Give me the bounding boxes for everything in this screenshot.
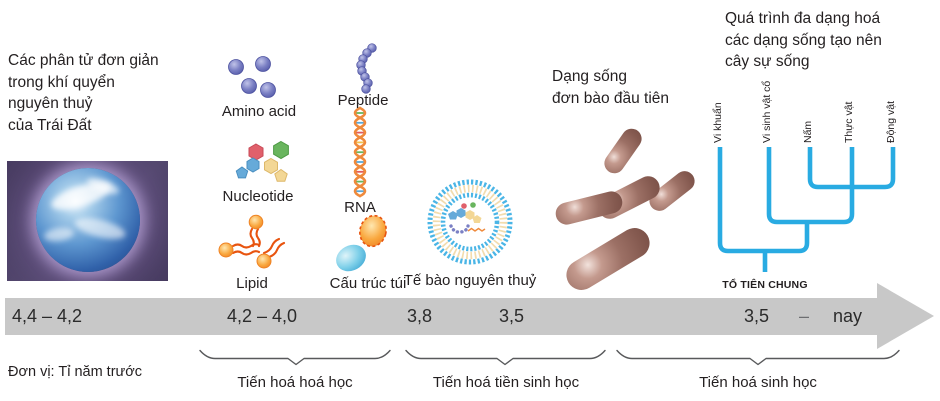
diversification-heading: Quá trình đa dạng hoá các dạng sống tạo … [725, 8, 882, 73]
earth-image [7, 161, 168, 281]
protocell-icon [426, 178, 514, 266]
heading-line: trong khí quyển [8, 73, 115, 91]
heading-line: các dạng sống tạo nên [725, 31, 882, 49]
rna-label: RNA [344, 199, 376, 216]
time-3_5-b: 3,5 [744, 306, 770, 326]
bacterium-icon [553, 189, 625, 227]
heading-line: nguyên thuỷ [8, 95, 93, 113]
taxon-label-bacteria: Vi khuẩn [712, 102, 724, 143]
peptide-label: Peptide [337, 92, 389, 109]
heading-line: của Trái Đất [8, 117, 92, 135]
heading-line: Quá trình đa dạng hoá [725, 10, 881, 27]
lipid-icon [218, 214, 286, 269]
time-unit-label: Đơn vị: Tỉ năm trước [8, 364, 143, 380]
tree-of-life [717, 147, 896, 272]
taxon-label-fungi: Nấm [802, 120, 814, 143]
heading-line: Dạng sống [552, 68, 627, 85]
bacterium-icon [600, 124, 646, 178]
time-3_5-a: 3,5 [499, 306, 525, 326]
taxon-label-animals: Động vật [885, 100, 897, 143]
timeline-arrow-bar [5, 298, 878, 335]
heading-line: Các phân tử đơn giản [8, 52, 159, 69]
taxon-label-plants: Thực vật [843, 101, 855, 143]
phase-braces [199, 349, 900, 366]
taxon-label-archaea: Vi sinh vật cổ [761, 80, 773, 143]
brace-biological-evolution [616, 349, 900, 366]
phase-chemical-evolution-label: Tiến hoá hoá học [237, 374, 353, 391]
vesicle-icon [336, 214, 387, 272]
brace-chemical-evolution [199, 349, 391, 366]
amino-acid-icon [228, 56, 276, 98]
phase-prebiotic-evolution-label: Tiến hoá tiền sinh học [432, 374, 580, 391]
nucleotide-label: Nucleotide [222, 188, 294, 205]
time-now: nay [833, 306, 863, 326]
timeline-arrow-head-icon [877, 283, 934, 349]
heading-line: đơn bào đầu tiên [552, 89, 670, 107]
vesicle-label: Cấu trúc túi [329, 275, 407, 292]
first-cell-heading: Dạng sống đơn bào đầu tiên [552, 66, 669, 109]
peptide-icon [356, 43, 377, 94]
time-4_4-4_2: 4,4 – 4,2 [12, 306, 83, 326]
time-4_2-4_0: 4,2 – 4,0 [227, 306, 298, 326]
heading-line: cây sự sống [725, 53, 810, 71]
earth-globe-icon [36, 168, 140, 272]
time-3_8: 3,8 [407, 306, 433, 326]
amino-acid-label: Amino acid [221, 103, 297, 120]
simple-molecules-heading: Các phân tử đơn giản trong khí quyển ngu… [8, 50, 159, 137]
phase-biological-evolution-label: Tiến hoá sinh học [699, 374, 817, 391]
lipid-label: Lipid [236, 275, 268, 292]
bacterium-icon [560, 222, 656, 296]
nucleotide-icon [235, 140, 289, 182]
rna-icon [353, 106, 367, 198]
common-ancestor-label: TỔ TIÊN CHUNG [722, 279, 808, 291]
time-dash: – [799, 306, 810, 326]
protocell-label: Tế bào nguyên thuỷ [403, 272, 537, 289]
brace-prebiotic-evolution [405, 349, 606, 366]
